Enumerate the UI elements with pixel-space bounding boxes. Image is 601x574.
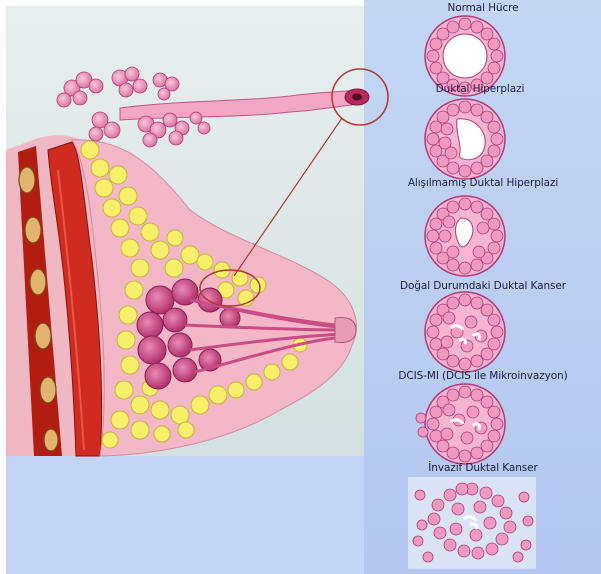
stage-dcis-diagram — [425, 292, 505, 372]
stage-label-atypical-hyperplasia: Alışılmamış Duktal Hiperplazi — [365, 177, 601, 189]
stage-label-invasive-cancer: İnvazif Duktal Kanser — [365, 462, 601, 474]
stage-label-dcis-mi: DCIS-MI (DCIS ile Mikroinvazyon) — [365, 370, 601, 382]
stage-invasive-cancer-diagram — [408, 477, 536, 569]
stage-label-normal-cell: Normal Hücre — [365, 2, 601, 14]
bottom-panel-background — [6, 456, 364, 574]
stage-label-dcis: Doğal Durumdaki Duktal Kanser — [365, 280, 601, 292]
stage-ductal-hyperplasia-diagram — [425, 99, 505, 179]
stage-label-ductal-hyperplasia: Duktal Hiperplazi — [362, 83, 598, 95]
nipple — [335, 318, 356, 343]
stage-atypical-hyperplasia-diagram — [425, 196, 505, 276]
